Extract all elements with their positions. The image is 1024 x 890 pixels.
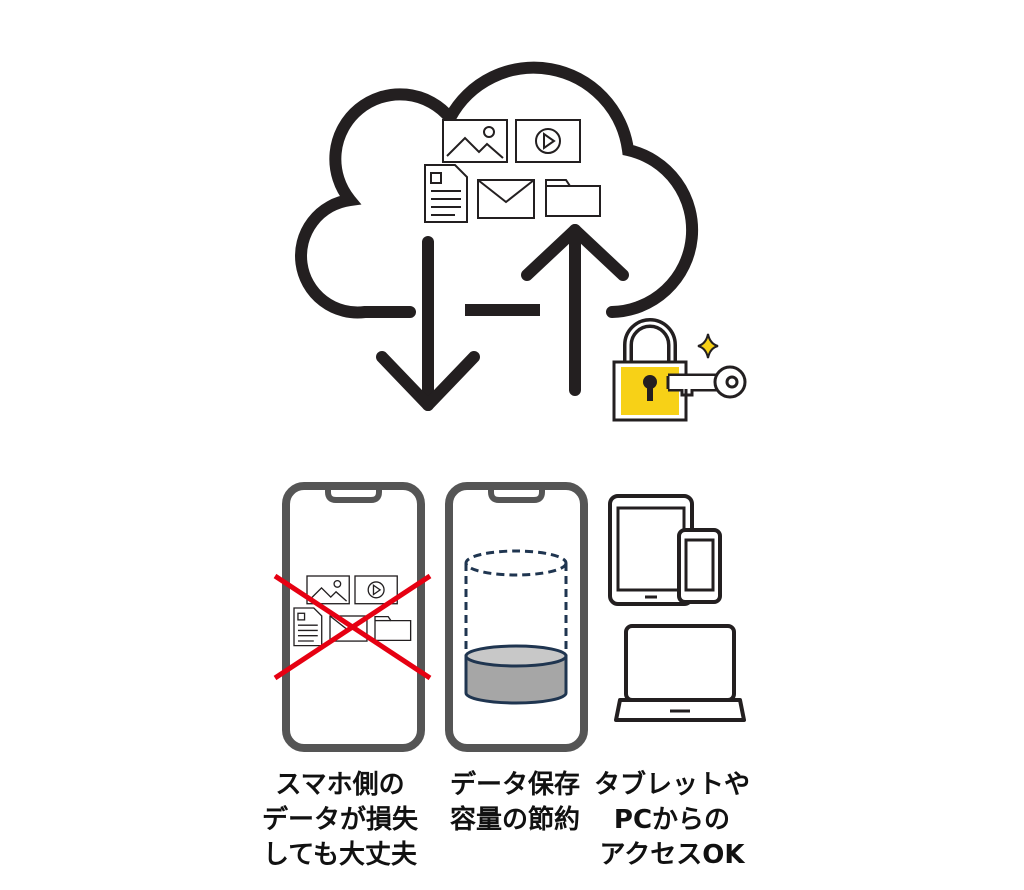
laptop-icon (614, 624, 746, 722)
label-storage-saving: データ保存 容量の節約 (415, 768, 615, 838)
label-line: PCからの (613, 805, 731, 835)
label-line: タブレットや (593, 770, 750, 800)
label-multi-device-access: タブレットや PCからの アクセスOK (572, 768, 772, 873)
padlock-icon (612, 318, 688, 422)
image-icon (442, 119, 508, 163)
sparkle-icon (697, 333, 719, 359)
small-phone-icon (677, 528, 722, 604)
label-line: データが損失 (261, 805, 418, 835)
document-icon (424, 164, 468, 223)
label-line: スマホ側の (275, 770, 405, 800)
label-line: 容量の節約 (449, 805, 580, 835)
cloud-icon (295, 61, 699, 319)
download-arrow-icon (376, 236, 480, 411)
label-line: しても大丈夫 (263, 840, 417, 870)
red-cross-icon (273, 573, 432, 681)
label-line: アクセスOK (599, 840, 745, 870)
label-line: データ保存 (449, 770, 580, 800)
storage-cylinder-icon (464, 549, 568, 705)
upload-arrow-icon (521, 224, 629, 396)
key-icon (666, 365, 747, 399)
video-icon (515, 119, 581, 163)
tablet-icon (608, 494, 694, 606)
mail-icon (477, 179, 535, 219)
label-data-loss-safe: スマホ側の データが損失 しても大丈夫 (240, 768, 440, 873)
folder-icon (545, 179, 601, 217)
smartphone-icon (445, 482, 588, 752)
